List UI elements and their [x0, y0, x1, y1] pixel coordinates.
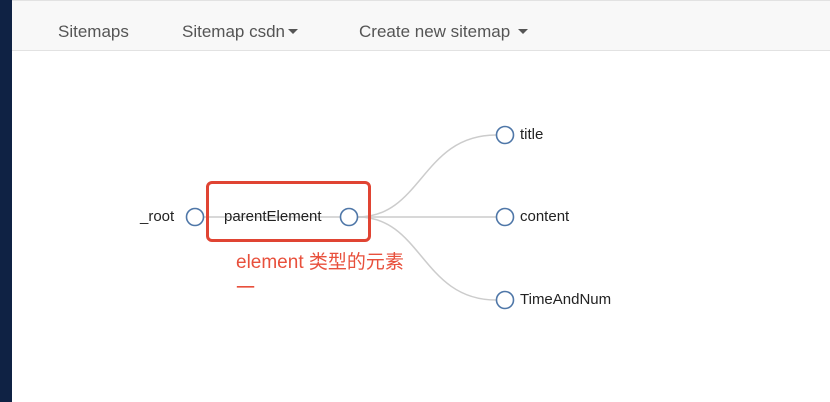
- node-content-circle[interactable]: [495, 207, 515, 227]
- nav-create-sitemap-dropdown[interactable]: Create new sitemap: [359, 22, 528, 42]
- nav-sitemap-label: Sitemap csdn: [182, 22, 285, 41]
- nav-create-label: Create new sitemap: [359, 22, 511, 41]
- web-scraper-panel: Sitemaps Sitemap csdn Create new sitemap…: [12, 0, 830, 402]
- node-parent-circle[interactable]: [339, 207, 359, 227]
- highlight-annotation-box: [206, 181, 371, 242]
- node-content-label[interactable]: content: [520, 208, 570, 225]
- node-title-circle[interactable]: [495, 125, 515, 145]
- node-root-label[interactable]: _root: [140, 208, 175, 225]
- caret-down-icon: [288, 29, 298, 35]
- caret-down-icon: [517, 29, 528, 35]
- top-navigation-bar: Sitemaps Sitemap csdn Create new sitemap: [12, 0, 830, 51]
- nav-sitemap-dropdown[interactable]: Sitemap csdn: [182, 22, 298, 42]
- nav-sitemaps[interactable]: Sitemaps: [58, 22, 129, 41]
- node-title-label[interactable]: title: [520, 126, 544, 143]
- link-parent-title: [357, 134, 497, 218]
- node-timeandnum-label[interactable]: TimeAndNum: [520, 291, 612, 308]
- selector-graph: [185, 125, 515, 310]
- annotation-line-2: 一: [236, 278, 256, 299]
- node-root-circle[interactable]: [185, 207, 205, 227]
- node-timeandnum-circle[interactable]: [495, 290, 515, 310]
- link-parent-timeandnum: [357, 216, 497, 301]
- node-parent-label[interactable]: parentElement: [224, 208, 322, 225]
- annotation-note: element 类型的元素 一: [236, 250, 404, 302]
- annotation-line-1: element 类型的元素: [236, 252, 404, 273]
